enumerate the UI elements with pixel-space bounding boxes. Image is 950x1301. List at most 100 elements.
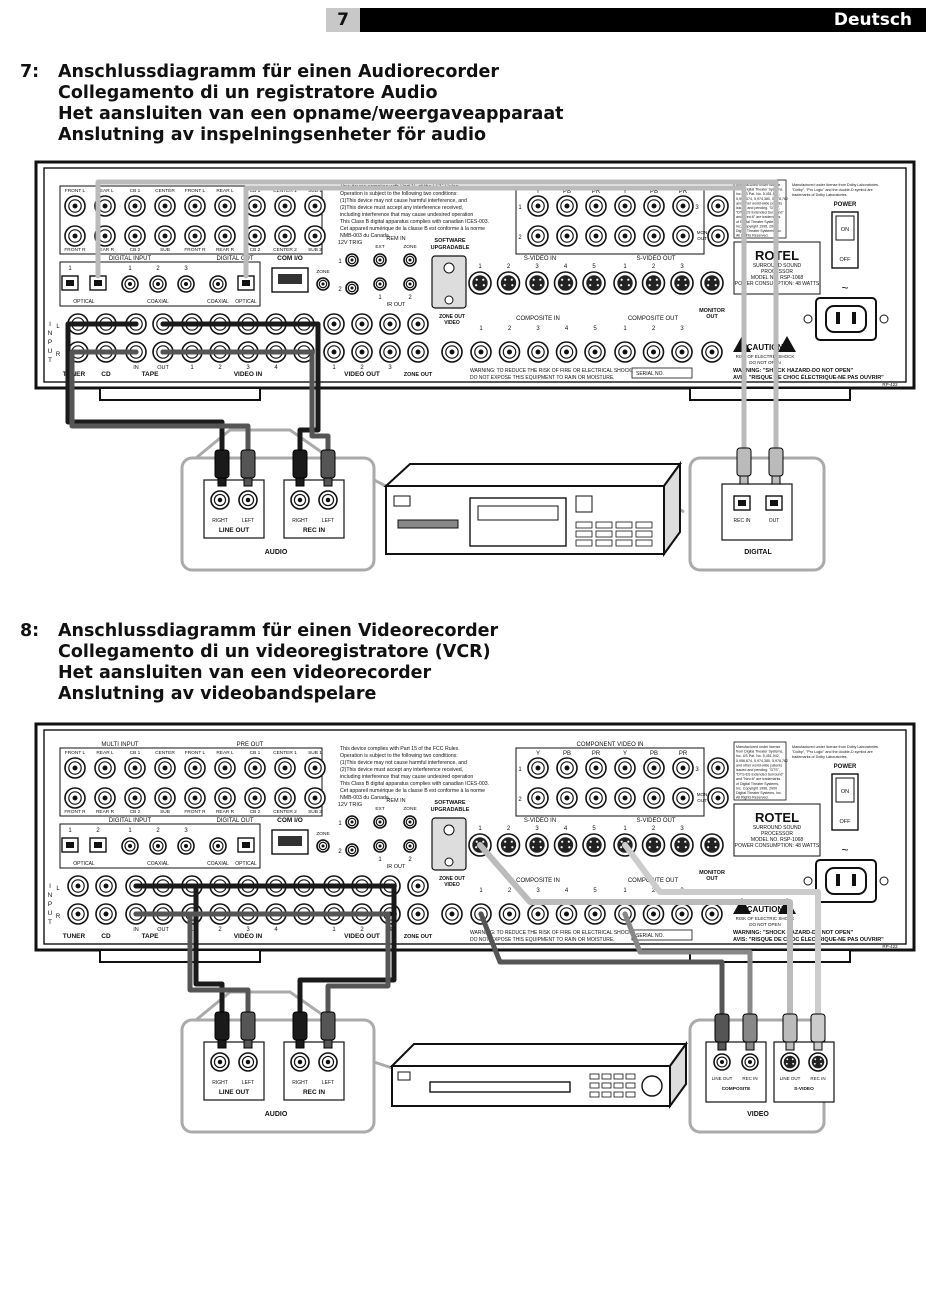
s-video-jack-pin-3 <box>539 284 542 287</box>
section-number: 7: <box>20 62 40 82</box>
zone-label: ZONE <box>403 806 416 812</box>
left-label: LEFT <box>322 518 334 524</box>
trigger-jack-pin <box>350 258 354 262</box>
fcc-text-line: Operation is subject to the following tw… <box>340 191 458 197</box>
rca-jack-ring <box>128 229 142 243</box>
coaxial-jack-ring <box>212 278 224 290</box>
port-number: 2 <box>518 235 522 241</box>
channel-label-top: CENTER <box>155 188 175 194</box>
rca-jack-pin <box>222 233 228 239</box>
recorder-display <box>397 519 459 529</box>
port-number: 1 <box>478 826 482 832</box>
rca-jack-ring <box>321 493 335 507</box>
coaxial-jack-pin <box>156 844 160 848</box>
rca-jack-pin <box>387 349 393 355</box>
rca-jack-ring <box>68 761 82 775</box>
zone-out-video-label: ZONE OUT <box>439 314 465 320</box>
port-number: 2 <box>507 264 511 270</box>
optical-port-window <box>66 842 74 848</box>
s-video-jack-pin-1 <box>567 278 570 281</box>
s-video-jack-pin-0 <box>504 840 507 843</box>
language-bar: Deutsch <box>360 8 926 32</box>
s-video-jack-pin-3 <box>568 284 571 287</box>
rca-jack-pin <box>282 203 288 209</box>
rca-jack-pin <box>387 321 393 327</box>
port-number: 3 <box>535 826 539 832</box>
rca-jack-pin <box>415 349 421 355</box>
recorder-button <box>575 521 593 529</box>
s-video-jack-pin-3 <box>596 284 599 287</box>
rca-jack-ring <box>68 791 82 805</box>
fcc-text-line: (1)This device may not cause harmful int… <box>340 760 467 766</box>
rca-jack-ring <box>675 345 689 359</box>
component-label: PR <box>679 189 688 195</box>
warning-fr-text: AVIS: "RISQUE DE CHOC ÉLECTRIQUE-NE PAS … <box>733 373 884 381</box>
port-number: 4 <box>274 365 278 371</box>
rear-panel-inner <box>43 729 907 945</box>
power-label: POWER <box>834 764 857 770</box>
recorder-button <box>615 539 633 547</box>
channel-label-bottom: REAR R <box>216 247 235 253</box>
coaxial-jack-ring <box>152 278 164 290</box>
rca-jack-ring <box>589 791 603 805</box>
rca-jack-ring <box>278 199 292 213</box>
rca-jack-pin <box>312 795 318 801</box>
port-number: 1 <box>332 927 336 933</box>
rca-jack-pin <box>651 911 656 917</box>
s-video-jack-pin-0 <box>620 840 623 843</box>
monitor-out-label: MONITOR <box>699 870 725 876</box>
remote-jack-pin <box>378 258 382 262</box>
rca-jack-ring <box>411 879 425 893</box>
recorder-button <box>635 530 653 538</box>
right-label: RIGHT <box>212 1080 228 1086</box>
rca-jack-pin <box>622 765 628 771</box>
title-line-nl: Het aansluiten van een videorecorder <box>58 663 432 683</box>
channel-label-bottom: CENTER 2 <box>273 809 297 815</box>
bottom-warning-line: WARNING: TO REDUCE THE RISK OF FIRE OR E… <box>470 368 633 374</box>
license-text-line: Digital Theater Systems, Inc. <box>736 229 782 233</box>
channel-label-bottom: CB 2 <box>250 247 261 253</box>
audio-cable <box>69 349 251 463</box>
license-box <box>733 741 787 801</box>
rca-jack-pin <box>651 795 657 801</box>
rca-jack-pin <box>564 911 569 917</box>
s-video-out-label: S-VIDEO OUT <box>636 818 675 824</box>
recorder-top <box>383 463 682 487</box>
s-video-jack-pin-0 <box>532 840 535 843</box>
rca-jack-pin <box>132 203 138 209</box>
license-text-line: Inc. Copyright 1996, 2000 <box>736 224 777 228</box>
screw-icon <box>443 824 455 836</box>
rca-jack-pin <box>217 1059 223 1065</box>
s-video-jack-body <box>529 275 545 291</box>
multi-pre-block <box>59 747 323 817</box>
coaxial-jack-ring <box>152 840 164 852</box>
ir-out-jack-ring <box>405 841 415 851</box>
ac-pin <box>836 312 840 324</box>
callout-leader <box>195 428 331 460</box>
s-video-jack-pin-1 <box>482 278 485 281</box>
channel-label-top: FRONT L <box>185 188 206 194</box>
trigger-jack-ring <box>347 845 357 855</box>
remote-jack-ring <box>405 255 415 265</box>
rca-jack-ring <box>355 345 369 359</box>
rca-jack-pin <box>245 1059 251 1065</box>
rca-jack-ring <box>588 907 602 921</box>
digital-out-label: DIGITAL OUT <box>216 818 253 824</box>
s-video-jack-pin-3 <box>714 284 717 287</box>
rca-plug-tip <box>323 477 333 487</box>
vcr-button <box>625 1091 636 1098</box>
s-video-in-label: S-VIDEO IN <box>524 818 556 824</box>
rca-jack-ring <box>559 345 574 359</box>
tape-in-label: IN <box>133 927 139 933</box>
channel-label-top: FRONT L <box>65 188 86 194</box>
rca-jack-ring <box>618 791 632 805</box>
rca-jack-ring <box>474 345 488 359</box>
port-number: 2 <box>652 888 656 894</box>
s-video-jack-pin-0 <box>707 278 710 281</box>
rca-jack-pin <box>252 765 258 771</box>
s-video-jack-pin-0 <box>532 278 535 281</box>
s-video-jack-pin-0 <box>814 1058 817 1061</box>
port-number: 1 <box>623 326 627 332</box>
vcr-button <box>601 1091 612 1098</box>
